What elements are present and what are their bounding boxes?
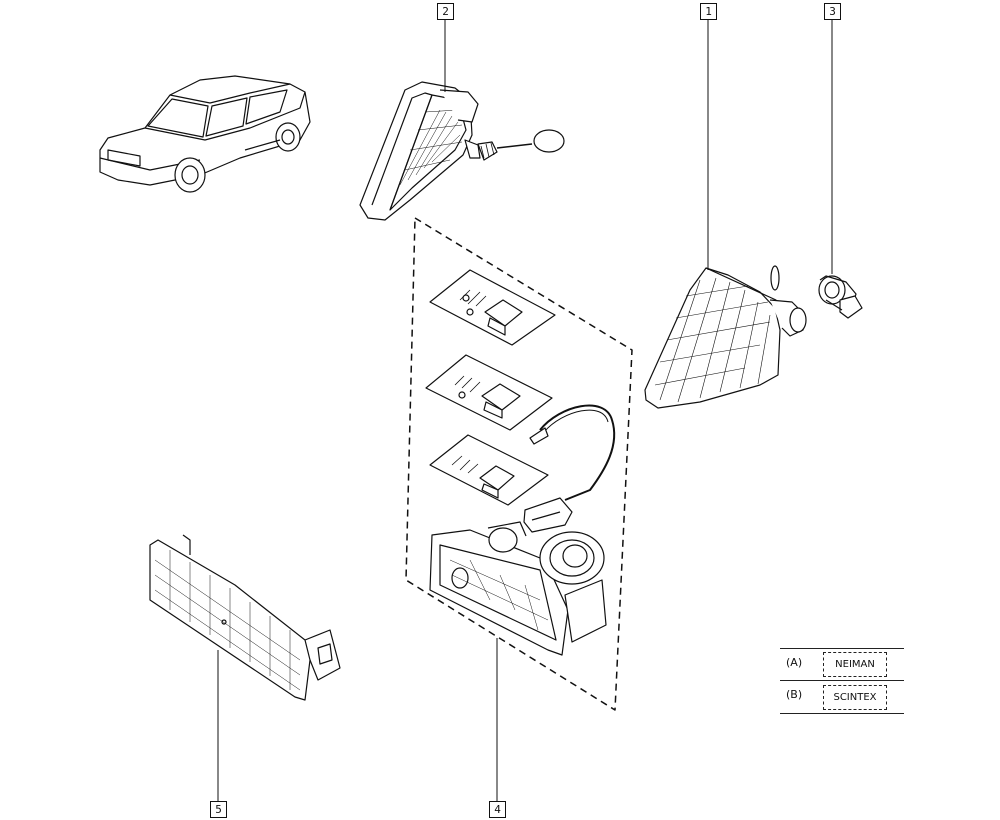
- connector-bag-2: [425, 354, 553, 431]
- callout-part-2: 2: [437, 3, 454, 20]
- legend-key-a: (A): [786, 656, 803, 669]
- legend-rule: [780, 680, 904, 681]
- legend-value-scintex: SCINTEX: [823, 685, 887, 710]
- fog-lamp-housing: [429, 521, 607, 656]
- rectangular-lens-part-5: [149, 534, 341, 701]
- side-lamp-part-2: [359, 81, 565, 221]
- connector-bag-1: [429, 269, 556, 346]
- bulb-holder-part-3: [818, 275, 863, 319]
- kit-outline-part-4: [405, 217, 633, 711]
- callout-part-4: 4: [489, 801, 506, 818]
- connector-bag-3: [429, 434, 549, 506]
- legend-rule: [780, 713, 904, 714]
- supplier-legend: (A) NEIMAN (B) SCINTEX: [780, 648, 904, 714]
- leader-lines: [217, 19, 833, 801]
- callout-part-3: 3: [824, 3, 841, 20]
- callout-part-5: 5: [210, 801, 227, 818]
- callout-part-1: 1: [700, 3, 717, 20]
- wire-harness: [523, 404, 616, 533]
- car-illustration: [99, 75, 311, 193]
- legend-rule: [780, 648, 904, 649]
- legend-value-neiman: NEIMAN: [823, 652, 887, 677]
- indicator-lamp-part-1: [644, 265, 807, 409]
- legend-key-b: (B): [786, 688, 803, 701]
